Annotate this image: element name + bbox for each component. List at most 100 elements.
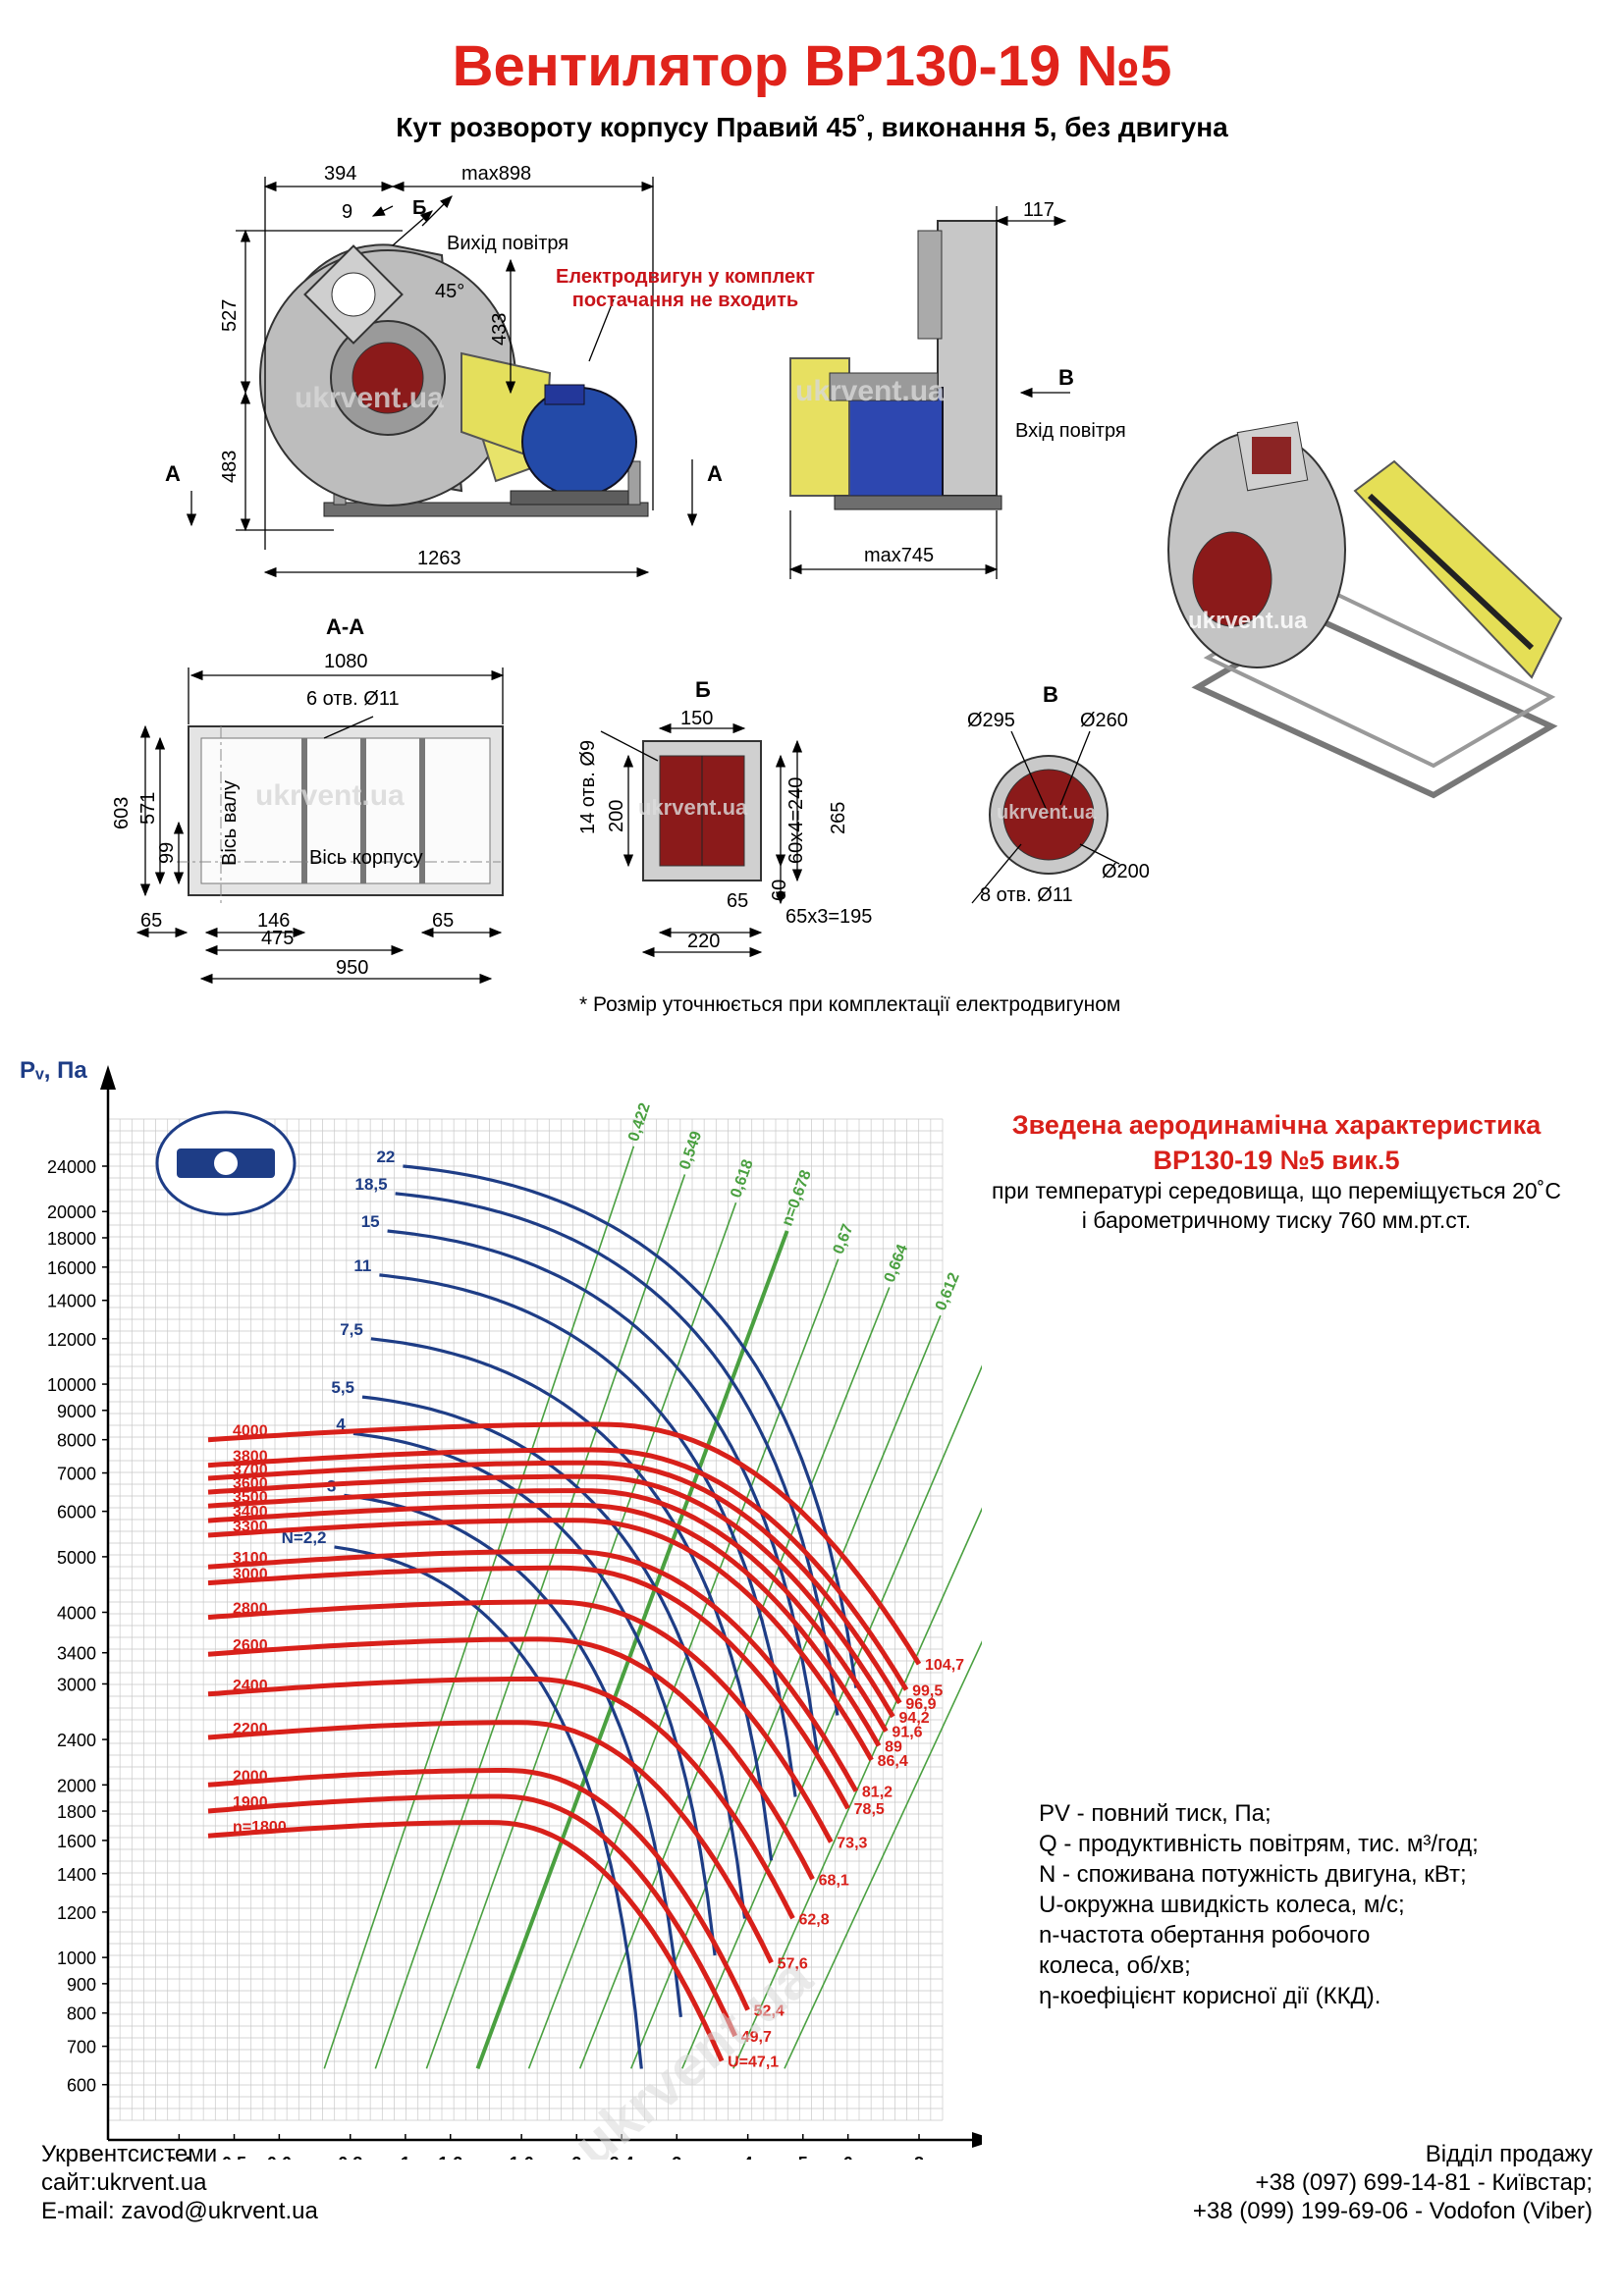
section-a-mark-right: А [707, 461, 723, 486]
velocity-label: 104,7 [925, 1657, 964, 1674]
velocity-label: 73,3 [837, 1836, 867, 1852]
technical-drawings: 394 max898 9 527 433 483 1263 45° Вихід … [111, 163, 1563, 985]
watermark-aa: ukrvent.ua [255, 779, 405, 812]
y-tick-label: 1000 [57, 1949, 96, 1968]
dim-1263: 1263 [417, 548, 461, 569]
efficiency-label: n=0,678 [779, 1168, 814, 1228]
speed-curve-label: 3800 [233, 1449, 268, 1466]
speed-curve-label: 3100 [233, 1550, 268, 1567]
legend-line-rpm-cont: колеса, об/хв; [1039, 1952, 1191, 1979]
legend-line-pv: PV - повний тиск, Па; [1039, 1800, 1272, 1827]
company-site[interactable]: сайт:ukrvent.ua [41, 2169, 207, 2196]
b-dim-265: 265 [828, 802, 849, 834]
speed-curve [207, 1502, 882, 1747]
chart-conditions: при температурі середовища, що переміщує… [992, 1178, 1561, 1233]
speed-curve [207, 1421, 922, 1666]
power-curve [395, 1192, 839, 1716]
y-tick-label: 1600 [57, 1832, 96, 1851]
speed-curve-label: 2400 [233, 1678, 268, 1694]
power-curve [370, 1337, 774, 1861]
efficiency-line [323, 1146, 635, 2069]
velocity-label: 99,5 [912, 1682, 943, 1699]
motor-note: Електродвигун у комплект постачання не в… [556, 266, 815, 311]
y-tick-label: 800 [67, 2004, 96, 2024]
x-tick-label: 1 [401, 2154, 410, 2160]
x-tick-label: 0,5 [222, 2154, 246, 2160]
x-tick-label: 1,2 [438, 2154, 462, 2160]
aa-dim-65-left: 65 [140, 910, 162, 932]
b-dim-150: 150 [680, 708, 713, 729]
legend-line-rpm: n-частота обертання робочого [1039, 1922, 1371, 1949]
y-tick-label: 2400 [57, 1731, 96, 1750]
watermark-side: ukrvent.ua [795, 375, 945, 407]
power-curve-label: 11 [353, 1256, 371, 1275]
velocity-label: 89 [885, 1738, 902, 1755]
speed-curve-label: 3400 [233, 1504, 268, 1521]
v-dim-260: Ø260 [1080, 710, 1128, 731]
x-tick-label: 0,8 [338, 2154, 362, 2160]
aa-dim-475: 475 [261, 928, 294, 949]
y-tick-label: 1400 [57, 1865, 96, 1885]
speed-curve [207, 1565, 850, 1810]
velocity-label: 62,8 [799, 1911, 830, 1928]
chart-ticks: 6007008009001000120014001600180020002400… [47, 1157, 924, 2160]
company-email[interactable]: E-mail: zavod@ukrvent.ua [41, 2198, 318, 2224]
y-axis-arrow [100, 1065, 116, 1090]
chart-grid [107, 1118, 944, 2121]
velocity-label: 81,2 [862, 1785, 893, 1801]
speed-curve [207, 1599, 834, 1843]
sales-phone-2[interactable]: +38 (099) 199-69-06 - Vodofon (Viber) [1192, 2198, 1593, 2224]
aa-dim-99: 99 [156, 842, 178, 864]
y-tick-label: 4000 [57, 1603, 96, 1623]
speed-curve-label: 3000 [233, 1567, 268, 1583]
y-tick-label: 1200 [57, 1903, 96, 1923]
side-view [789, 220, 1002, 510]
x-tick-label: 0,6 [267, 2154, 292, 2160]
y-axis-label: Pᵥ, Па [20, 1057, 87, 1084]
speed-curve [207, 1460, 902, 1705]
aa-dim-146: 146 [257, 910, 290, 932]
x-tick-label: 4 [743, 2154, 753, 2160]
speed-curve [207, 1768, 750, 2011]
performance-chart: 0,4220,5490,618n=0,6780,670,6640,6120,52… [20, 1057, 982, 2160]
speed-curve-label: 3500 [233, 1489, 268, 1506]
velocity-label: 49,7 [741, 2029, 772, 2046]
y-tick-label: 1800 [57, 1802, 96, 1822]
page-title: Вентилятор ВР130-19 №5 [452, 34, 1172, 98]
chart-axes: Pᵥ, ПаQ, 10³·м³/год [20, 1057, 982, 2148]
power-curve-label: 5,5 [331, 1378, 354, 1397]
velocity-label: 68,1 [819, 1872, 849, 1889]
x-tick-label: 8 [914, 2154, 924, 2160]
power-curve [403, 1164, 858, 1688]
dim-max745: max745 [864, 545, 934, 566]
aa-body-axis: Вісь корпусу [309, 847, 423, 869]
isometric-view: ukrvent.ua [1167, 421, 1563, 799]
speed-curve [207, 1793, 737, 2038]
speed-curve [207, 1548, 859, 1792]
speed-curve [207, 1488, 889, 1733]
speed-curve [207, 1447, 909, 1691]
dim-483: 483 [219, 451, 241, 483]
speed-curve [207, 1820, 725, 2062]
speed-curve [207, 1473, 895, 1719]
x-tick-label: 5 [798, 2154, 808, 2160]
y-tick-label: 10000 [47, 1375, 96, 1395]
speed-curve [207, 1518, 874, 1762]
dim-433: 433 [489, 313, 511, 346]
power-curve-label: 22 [376, 1148, 395, 1166]
b-dim-195: 65x3=195 [785, 906, 872, 928]
speed-curve-label: 2600 [233, 1637, 268, 1654]
velocity-label: 94,2 [899, 1710, 930, 1727]
section-a-mark-left: А [165, 461, 181, 486]
efficiency-line [629, 1314, 942, 2069]
velocity-label: U=47,1 [728, 2055, 779, 2071]
inlet-label: Вхід повітря [1015, 420, 1126, 442]
y-tick-label: 700 [67, 2038, 96, 2057]
legend-line-eta: η-коефіцієнт корисної дії (ККД). [1039, 1983, 1381, 2009]
sales-phone-1[interactable]: +38 (097) 699-14-81 - Київстар; [1255, 2169, 1593, 2196]
sales-dept: Відділ продажу [1425, 2141, 1593, 2167]
y-tick-label: 600 [67, 2076, 96, 2096]
b-title: Б [695, 677, 711, 702]
velocity-label: 96,9 [905, 1696, 936, 1713]
velocity-label: 91,6 [892, 1725, 922, 1741]
